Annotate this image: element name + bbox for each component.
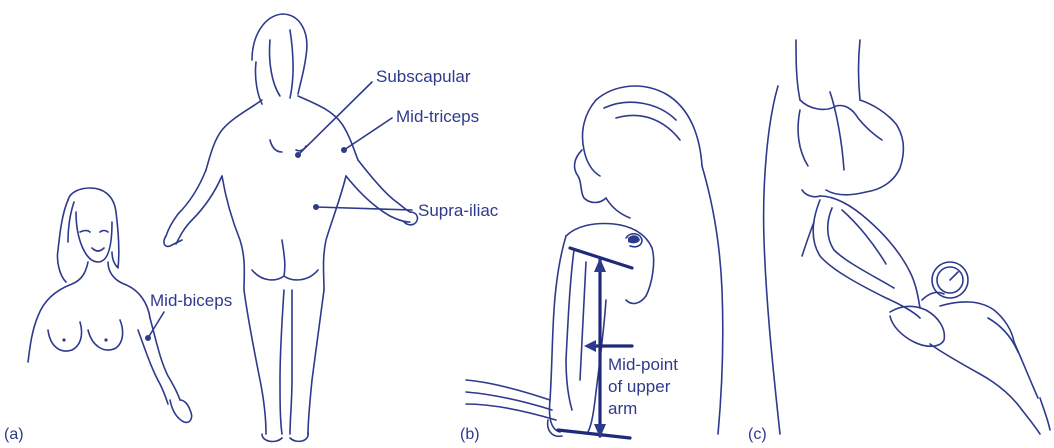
- mid-point-label-line-1: Mid-point: [608, 356, 678, 375]
- subscapular-label: Subscapular: [376, 68, 471, 87]
- panel-a-label: (a): [4, 426, 24, 444]
- mid-triceps-pointer: [344, 118, 392, 150]
- panel-c-label: (c): [748, 426, 767, 444]
- supra-iliac-pointer: [316, 207, 412, 210]
- subscapular-pointer: [298, 82, 372, 155]
- mid-triceps-label: Mid-triceps: [396, 108, 479, 127]
- caliper-figure: [764, 40, 1050, 434]
- mid-point-label-line-2: of upper: [608, 378, 670, 397]
- mid-biceps-label: Mid-biceps: [150, 292, 232, 311]
- mid-point-label-line-3: arm: [608, 400, 637, 419]
- supra-iliac-label: Supra-iliac: [418, 202, 498, 221]
- panel-b-label: (b): [460, 426, 480, 444]
- olecranon-marker-line: [558, 430, 630, 438]
- side-view-figure: [466, 86, 723, 436]
